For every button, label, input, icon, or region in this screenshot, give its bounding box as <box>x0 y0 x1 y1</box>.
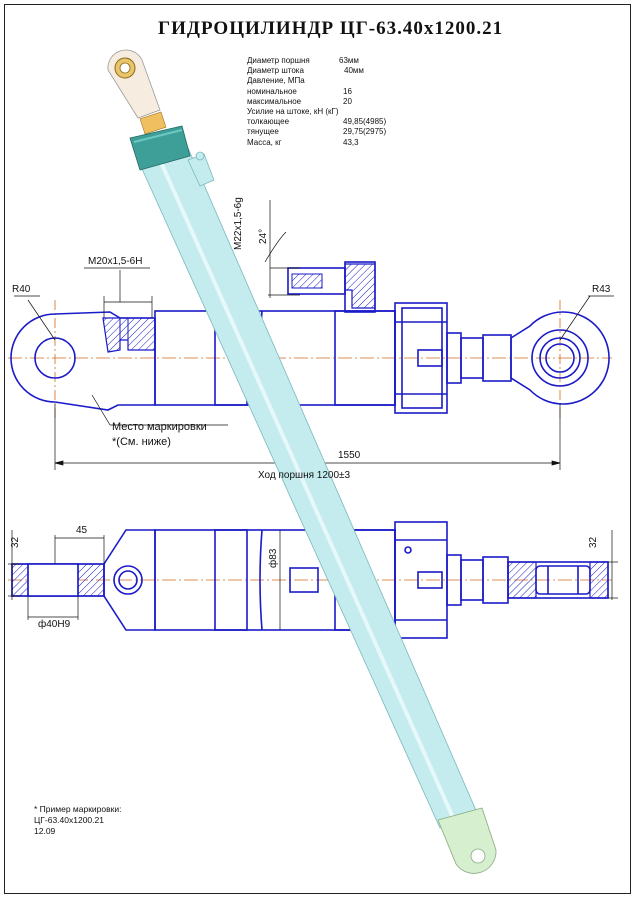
dim-m20: M20x1,5-6H <box>88 256 142 267</box>
dimension-labels: R40 R43 M20x1,5-6H M22x1,5-6g 24° 1550 Х… <box>10 197 611 630</box>
drawing-frame <box>4 4 631 894</box>
dim-32-left: 32 <box>10 536 21 548</box>
dim-32-right: 32 <box>588 536 599 548</box>
note-line: * Пример маркировки: <box>34 804 122 814</box>
note-line: 12.09 <box>34 826 56 836</box>
note-line: ЦГ-63.40х1200.21 <box>34 815 104 825</box>
marking-label: Место маркировки <box>112 421 207 433</box>
dim-length: 1550 <box>338 450 361 461</box>
dim-angle: 24° <box>258 229 269 244</box>
right-eye-hole <box>539 337 581 379</box>
dim-45: 45 <box>76 525 88 536</box>
side-dimensions <box>8 530 618 630</box>
top-dimensions <box>14 200 614 470</box>
cylinder-3d <box>107 49 497 874</box>
rod-eye-top <box>107 49 161 119</box>
marking-sub: *(См. ниже) <box>112 436 171 448</box>
gland-nut <box>129 125 191 171</box>
left-eye-hole <box>34 337 76 379</box>
dim-r40: R40 <box>12 284 31 295</box>
dim-stroke: Ход поршня 1200±3 <box>258 470 351 481</box>
drawing-title: ГИДРОЦИЛИНДР ЦГ-63.40х1200.21 <box>158 18 504 39</box>
right-eye-body <box>510 311 610 405</box>
dim-d40: ф40Н9 <box>38 618 71 630</box>
dim-d83: ф83 <box>267 548 279 568</box>
marking-note: * Пример маркировки: ЦГ-63.40х1200.21 12… <box>34 804 121 837</box>
left-eye-body <box>10 311 156 411</box>
dim-r43: R43 <box>592 284 611 295</box>
top-view <box>8 261 612 420</box>
base-eye <box>437 807 497 874</box>
dim-m22: M22x1,5-6g <box>233 197 244 250</box>
